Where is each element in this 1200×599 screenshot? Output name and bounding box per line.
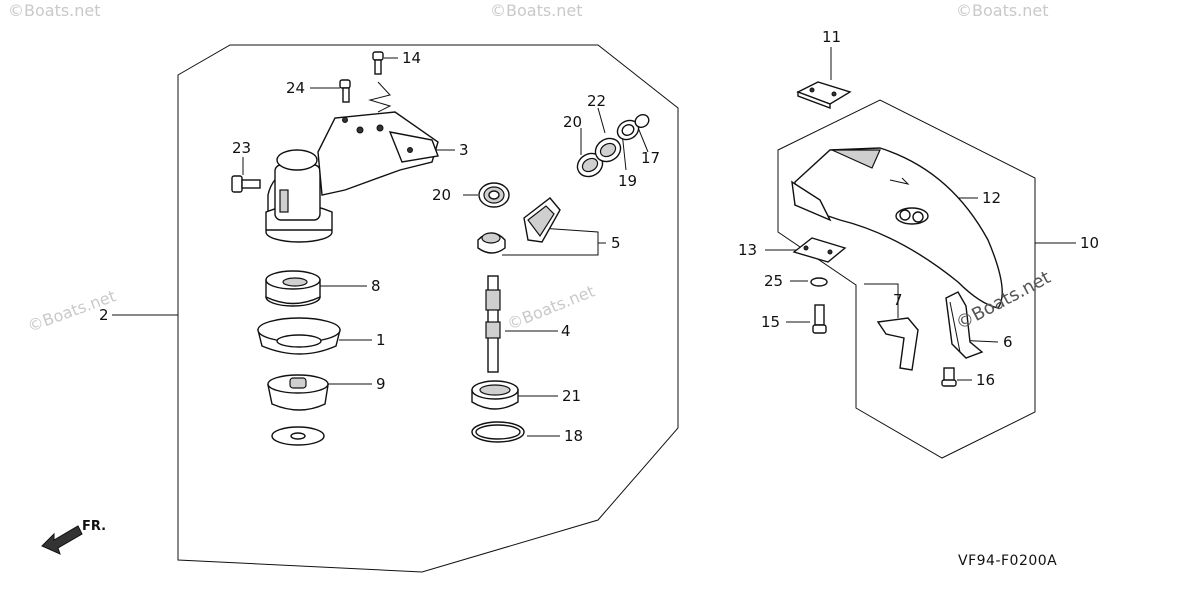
callout-3: 3 (459, 141, 469, 159)
callout-5: 5 (611, 234, 621, 252)
bracket-7 (876, 317, 919, 371)
callout-12: 12 (982, 189, 1001, 207)
holder-1 (257, 317, 341, 355)
seal-19 (616, 119, 640, 141)
callout-21: 21 (562, 387, 581, 405)
callout-17: 17 (641, 149, 660, 167)
bearing-21 (471, 380, 519, 410)
callout-16: 16 (976, 371, 995, 389)
front-direction-indicator: FR. (41, 519, 106, 555)
gear-case (265, 111, 439, 243)
guard-12 (791, 147, 1003, 309)
front-label: FR. (82, 519, 106, 534)
bracket-6 (945, 291, 984, 359)
front-arrow-icon (41, 525, 83, 555)
plate-13 (792, 237, 847, 263)
callout-22: 22 (587, 92, 606, 110)
callout-19: 19 (618, 172, 637, 190)
callout-20-upper: 20 (563, 113, 582, 131)
washer (271, 426, 325, 446)
callout-2: 2 (99, 306, 109, 324)
bearing-22 (594, 137, 622, 163)
bolt-15 (812, 304, 827, 334)
snap-ring-17 (634, 114, 650, 128)
washer-25 (810, 277, 828, 287)
watermark-center: ©Boats.net (504, 281, 597, 333)
callout-24: 24 (286, 79, 305, 97)
watermark-top-right: ©Boats.net (956, 1, 1049, 20)
callout-6: 6 (1003, 333, 1013, 351)
plate-11 (796, 81, 852, 110)
bolt-16 (941, 367, 957, 387)
watermark-top-center: ©Boats.net (490, 1, 583, 20)
bearing-20-lower (478, 182, 510, 208)
gear-case-assembly-frame (177, 44, 679, 573)
watermark-top-left: ©Boats.net (8, 1, 101, 20)
callout-8: 8 (371, 277, 381, 295)
callout-14: 14 (402, 49, 421, 67)
callout-15: 15 (761, 313, 780, 331)
cover-8 (265, 270, 321, 307)
callout-7: 7 (893, 291, 903, 309)
callout-23: 23 (232, 139, 251, 157)
callout-13: 13 (738, 241, 757, 259)
callout-10: 10 (1080, 234, 1099, 252)
bolt-24 (339, 79, 351, 103)
callout-4: 4 (561, 322, 571, 340)
callout-20-lower: 20 (432, 186, 451, 204)
bolt-14 (368, 51, 392, 113)
callouts: 2 3 4 5 6 7 8 1 9 10 11 12 13 14 15 16 1… (99, 28, 1099, 445)
callout-11: 11 (822, 28, 841, 46)
ring-18 (471, 421, 525, 443)
callout-25: 25 (764, 272, 783, 290)
shaft-4 (485, 275, 501, 373)
diagram-code: VF94-F0200A (958, 553, 1057, 569)
gear-set-5 (477, 197, 561, 254)
holder-9 (267, 374, 329, 411)
callout-9: 9 (376, 375, 386, 393)
bolt-23 (231, 175, 261, 193)
callout-1: 1 (376, 331, 386, 349)
leader-lines (112, 47, 1076, 437)
callout-18: 18 (564, 427, 583, 445)
